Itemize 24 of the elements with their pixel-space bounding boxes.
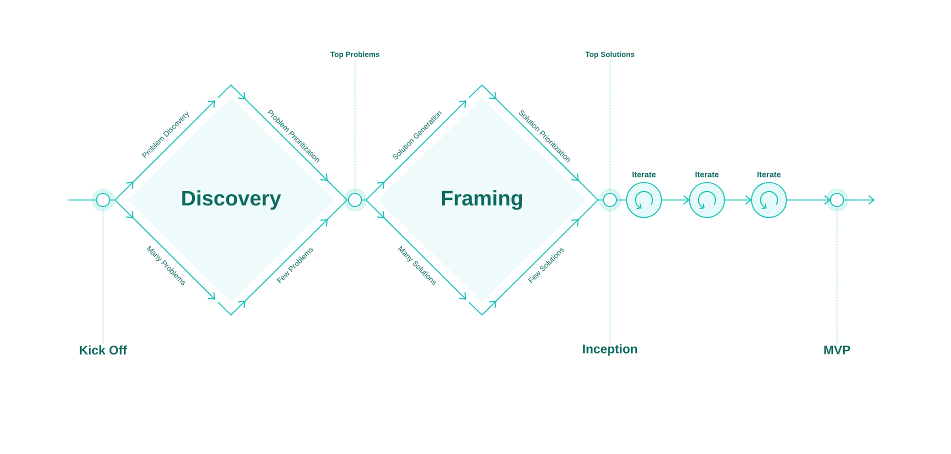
arrow — [786, 195, 830, 205]
connector-line — [67, 199, 96, 201]
leader-line — [102, 206, 104, 344]
arrow — [724, 195, 752, 205]
arrow — [662, 195, 690, 205]
milestone-label: MVP — [824, 346, 850, 354]
step-label: Iterate — [632, 172, 656, 178]
arrow — [844, 195, 875, 205]
connector-line — [616, 199, 626, 201]
leader-line — [354, 60, 356, 194]
milestone-circle — [344, 188, 366, 212]
milestone-circle — [598, 188, 622, 212]
milestone-label: Inception — [583, 344, 637, 356]
milestone-circle — [92, 188, 114, 212]
arrow — [110, 199, 216, 300]
arrow — [218, 199, 348, 316]
leader-line — [836, 206, 838, 344]
milestone-circle — [826, 188, 848, 212]
milestone-label: Kick Off — [80, 345, 127, 355]
arrow — [468, 199, 604, 316]
step-label: Iterate — [758, 172, 781, 178]
arrow — [218, 84, 348, 201]
arrow — [362, 199, 466, 300]
step-label: Iterate — [696, 172, 719, 178]
